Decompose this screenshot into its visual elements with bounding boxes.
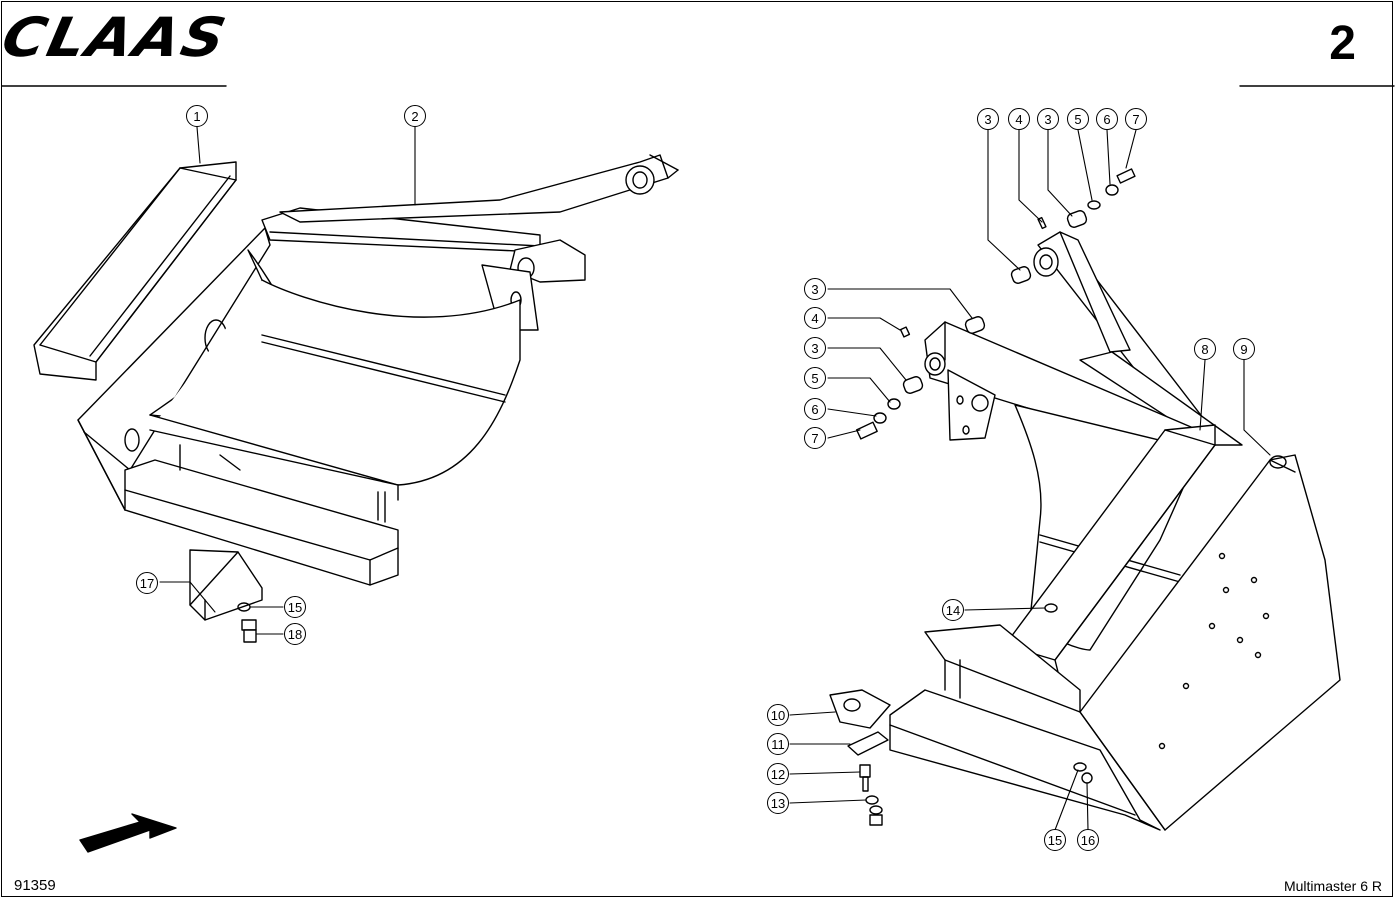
callout-17: 17	[136, 572, 158, 594]
callout-4-top: 4	[1008, 108, 1030, 130]
callout-6-side: 6	[804, 398, 826, 420]
callout-2: 2	[404, 105, 426, 127]
brand-logo-text: CLAAS	[0, 6, 234, 69]
claas-logo: CLAAS	[0, 6, 233, 70]
callout-1: 1	[186, 105, 208, 127]
callout-6-top: 6	[1096, 108, 1118, 130]
part-9-side-plate	[1079, 454, 1341, 831]
nut-body	[869, 814, 883, 826]
left-frame-assembly	[33, 154, 679, 643]
callout-18: 18	[284, 623, 306, 645]
callout-7-side: 7	[804, 427, 826, 449]
right-rocker-arm	[1033, 231, 1243, 446]
callout-3-top-b: 3	[1037, 108, 1059, 130]
nut	[869, 805, 883, 815]
callout-4-side: 4	[804, 307, 826, 329]
callout-15-left: 15	[284, 596, 306, 618]
right-frame-assembly	[829, 168, 1341, 831]
model-name: Multimaster 6 R	[1283, 878, 1382, 894]
direction-arrow	[79, 813, 177, 853]
drawing-number: 91359	[14, 877, 56, 894]
callout-14: 14	[942, 599, 964, 621]
right-lower-channel	[889, 624, 1161, 831]
part-17-guard	[189, 549, 263, 621]
callout-9: 9	[1233, 338, 1255, 360]
part-1-channel	[33, 161, 237, 381]
part-13-washer	[865, 795, 879, 805]
callout-3-top-a: 3	[977, 108, 999, 130]
page-number: 2	[1329, 17, 1356, 70]
callout-12: 12	[767, 763, 789, 785]
part-12-bolt	[859, 764, 871, 792]
part-10-bracket	[829, 689, 891, 729]
part-18-bolt	[241, 619, 257, 643]
callout-16: 16	[1077, 829, 1099, 851]
callout-3-side-b: 3	[804, 337, 826, 359]
leader-lines	[159, 126, 1271, 831]
part-2-main-frame	[77, 154, 679, 586]
callout-13: 13	[767, 792, 789, 814]
callout-15-right: 15	[1044, 829, 1066, 851]
callout-5-top: 5	[1067, 108, 1089, 130]
part-11-plate	[847, 731, 889, 756]
callout-5-side: 5	[804, 367, 826, 389]
part-15-washer-right	[1073, 762, 1087, 772]
right-mount-bracket	[947, 369, 996, 441]
callout-3-side-a: 3	[804, 278, 826, 300]
callout-7-top: 7	[1125, 108, 1147, 130]
callout-11: 11	[767, 733, 789, 755]
callout-10: 10	[767, 704, 789, 726]
callout-8: 8	[1194, 338, 1216, 360]
